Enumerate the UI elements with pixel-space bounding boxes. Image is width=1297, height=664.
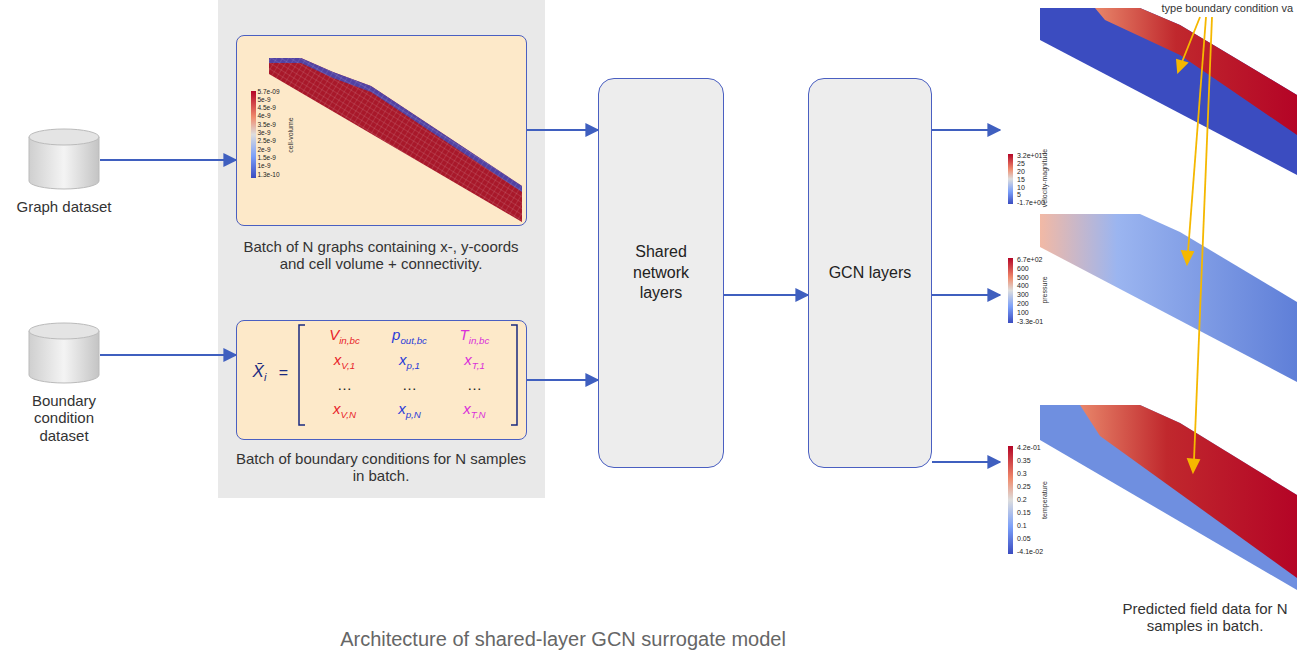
velocity-field-image: [1008, 8, 1297, 204]
colorbar-tick: 100: [1017, 309, 1029, 317]
colorbar-tick: 15: [1017, 176, 1025, 184]
flow-arrow: [527, 379, 598, 381]
matrix-entry: Tin,bc: [460, 325, 490, 345]
figure-caption: Architecture of shared-layer GCN surroga…: [200, 628, 926, 651]
flow-arrow: [932, 129, 1000, 131]
matrix-entry: xT,1: [464, 350, 485, 370]
colorbar-tick: 5.7e-09: [258, 88, 280, 95]
colorbar-tick: 20: [1017, 168, 1025, 176]
colorbar-tick: 300: [1017, 291, 1029, 299]
matrix-entry: xT,N: [463, 399, 485, 419]
colorbar-tick: 5e-9: [258, 96, 271, 103]
node-label: Shared network layers: [611, 79, 711, 467]
colorbar-tick: 2.5e-9: [258, 138, 276, 145]
colorbar-tick: 2e-9: [258, 146, 271, 153]
pressure-field-image: [1008, 214, 1297, 382]
flow-arrow: [100, 354, 236, 356]
colorbar-tick: -1.7e+00: [1017, 199, 1045, 207]
colorbar-tick: 4.5e-9: [258, 104, 276, 111]
colorbar-tick: 5: [1017, 191, 1021, 199]
colorbar-tick: 3.2e+01: [1017, 152, 1043, 160]
colorbar-tick: 500: [1017, 274, 1029, 282]
colorbar-tick: 1e-9: [258, 162, 271, 169]
colorbar-tick: 0.05: [1017, 535, 1031, 543]
colorbar-tick: 4e-9: [258, 113, 271, 120]
colorbar-tick: 0.2: [1017, 496, 1027, 504]
node-caption: Batch of N graphs containing x-, y-coord…: [236, 238, 527, 273]
database-cylinder: Boundary condition dataset: [28, 322, 100, 384]
mesh-illustration: [237, 36, 528, 227]
database-cylinder: Graph dataset: [28, 128, 100, 190]
matrix-entry: …: [402, 376, 417, 393]
colorbar-tick: 3e-9: [258, 129, 271, 136]
flow-arrow: [932, 461, 1000, 463]
graph-batch-box: 5.7e-095e-94.5e-9 4e-93.5e-93e-9 2.5e-92e-…: [236, 35, 527, 226]
colorbar-tick: 0.3: [1017, 470, 1027, 478]
matrix-entry: …: [337, 376, 352, 393]
colorbar-title: velocity-magnitude: [1041, 149, 1049, 207]
matrix-entry: xV,1: [334, 350, 355, 370]
colorbar-tick: 1.3e-10: [258, 171, 280, 178]
colorbar-title: temperature: [1041, 481, 1049, 519]
flow-arrow: [527, 129, 598, 131]
colorbar-title: pressure: [1041, 276, 1049, 303]
colorbar-tick: 600: [1017, 265, 1029, 273]
colorbar-tick: 0.25: [1017, 483, 1031, 491]
colorbar-tick: 25: [1017, 160, 1025, 168]
colorbar-tick: 0.15: [1017, 509, 1031, 517]
boundary-condition-box: X̄i = Vin,bc pout,bc Tin,bc xV,1 xp,1 xT,1 … … … xV…: [236, 320, 527, 440]
matrix-entry: xp,N: [398, 399, 421, 419]
colorbar-tick: 4.2e-01: [1017, 444, 1041, 452]
velocity-output: 3.2e+01252015105-1.7e+00velocity-magnitu…: [1000, 0, 1297, 210]
matrix-entry: pout,bc: [392, 325, 427, 345]
colorbar-tick: 0.35: [1017, 457, 1031, 465]
node-caption: Boundary condition dataset: [24, 392, 104, 444]
cylinder-shape: [28, 128, 100, 190]
temperature-field-image: [1008, 405, 1297, 590]
colorbar-tick: 1.5e-9: [258, 154, 276, 161]
flow-arrow: [100, 159, 236, 161]
node-caption: Graph dataset: [14, 198, 114, 215]
colorbar-tick: -4.1e-02: [1017, 548, 1043, 556]
matrix-entry: xp,1: [399, 350, 420, 370]
colorbar-tick: 200: [1017, 300, 1029, 308]
flow-arrow: [724, 294, 808, 296]
temperature-output: 4.2e-01 0.35 0.3 0.25 0.2 0.15 0.1 0.05 -4.1e-02…: [1000, 395, 1297, 595]
matrix-entry: …: [467, 376, 482, 393]
matrix-entry: X̄i: [253, 361, 267, 383]
gcn-layers-box: GCN layers: [808, 78, 932, 468]
shared-layers-box: Shared network layers: [598, 78, 724, 468]
colorbar-tick: -3.3e-01: [1017, 318, 1043, 326]
colorbar-tick: 10: [1017, 184, 1025, 192]
node-label: GCN layers: [821, 79, 919, 467]
input-panel: [218, 0, 545, 498]
flow-arrow: [932, 294, 1000, 296]
colorbar-tick: 3.5e-9: [258, 121, 276, 128]
colorbar-title: cell-volume: [286, 117, 294, 152]
callout-note: type boundary condition va: [1162, 2, 1293, 15]
output-caption: Predicted field data for N samples in ba…: [1117, 600, 1293, 635]
callout-leader: [1177, 17, 1212, 472]
colorbar-tick: 6.7e+02: [1017, 256, 1043, 264]
matrix-entry: =: [279, 363, 288, 381]
cylinder-shape: [28, 322, 100, 384]
colorbar-tick: 400: [1017, 282, 1029, 290]
node-caption: Batch of boundary conditions for N sampl…: [236, 450, 527, 485]
matrix-entry: xV,N: [333, 399, 356, 419]
matrix-entry: Vin,bc: [329, 325, 360, 345]
colorbar-tick: 0.1: [1017, 522, 1027, 530]
pressure-output: 6.7e+02600500400300200100-3.3e-01 pressur…: [1000, 212, 1297, 384]
